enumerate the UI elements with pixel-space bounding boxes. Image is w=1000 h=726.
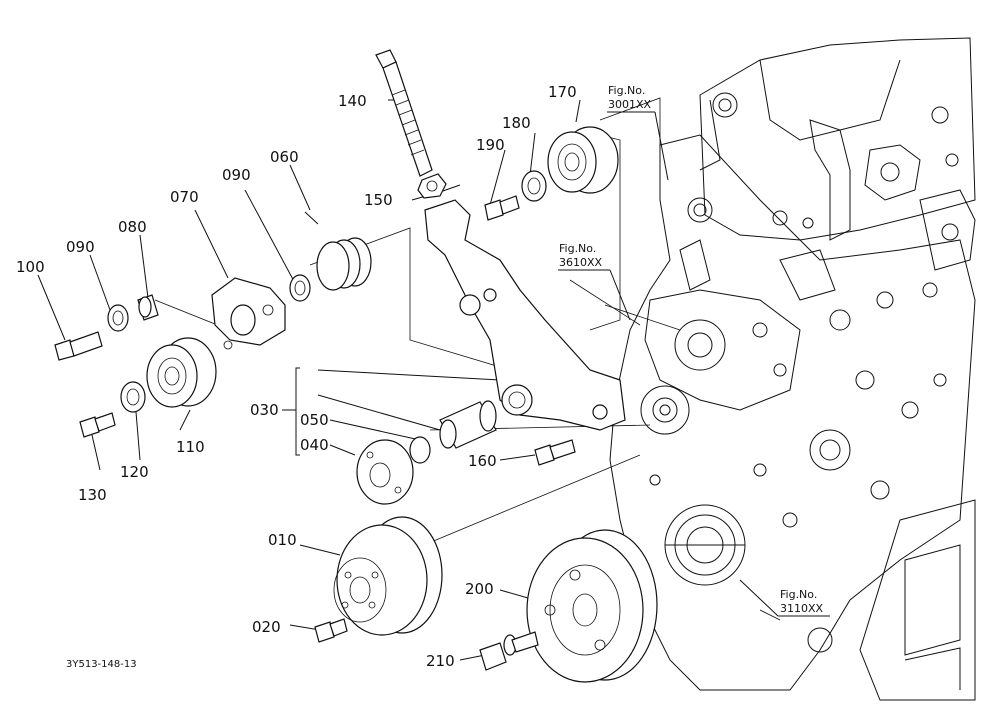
fig-ref-number: 3110XX [780, 602, 824, 615]
callout-080: 080 [118, 218, 147, 236]
callout-180: 180 [502, 114, 531, 132]
washer-090-b [107, 304, 129, 332]
washer-180 [521, 170, 547, 202]
nut-150 [417, 173, 447, 199]
tensioner-arm [424, 199, 626, 431]
engine-block [609, 37, 976, 701]
shaft-030 [439, 400, 497, 449]
callout-060: 060 [270, 148, 299, 166]
bolt-020 [314, 618, 348, 643]
callout-020: 020 [252, 618, 281, 636]
callout-200: 200 [465, 580, 494, 598]
bushing-080 [137, 294, 159, 321]
fig-ref-3610: Fig.No. 3610XX [559, 242, 603, 269]
callout-190: 190 [476, 136, 505, 154]
fig-ref-label: Fig.No. [780, 588, 817, 601]
bolt-160 [534, 439, 576, 466]
tensioner-body-070 [211, 277, 286, 350]
fig-ref-number: 3001XX [608, 98, 652, 111]
drawing-code: 3Y513-148-13 [66, 659, 137, 670]
pulley-010 [333, 516, 443, 636]
callout-100: 100 [16, 258, 45, 276]
callout-120: 120 [120, 463, 149, 481]
fig-ref-3110: Fig.No. 3110XX [780, 588, 824, 615]
washer-120 [120, 381, 146, 413]
bolt-100 [54, 331, 103, 361]
crank-pulley-200 [526, 529, 658, 683]
idler-pulley-170 [547, 126, 619, 194]
bolt-130 [79, 412, 116, 438]
fig-ref-3001: Fig.No. 3001XX [608, 84, 652, 111]
bolt-210 [479, 631, 539, 671]
fig-ref-number: 3610XX [559, 256, 603, 269]
callout-090-upper: 090 [222, 166, 251, 184]
fig-ref-label: Fig.No. [559, 242, 596, 255]
hub-040 [356, 439, 414, 505]
callout-090-lower: 090 [66, 238, 95, 256]
bolt-190 [484, 195, 520, 221]
callout-170: 170 [548, 83, 577, 101]
callout-210: 210 [426, 652, 455, 670]
callout-040: 040 [300, 436, 329, 454]
idler-pulley-110 [146, 337, 217, 408]
callout-030: 030 [250, 401, 279, 419]
washer-090-a [289, 274, 311, 302]
spring-060 [304, 211, 372, 291]
callout-160: 160 [468, 452, 497, 470]
callout-070: 070 [170, 188, 199, 206]
snap-ring-050 [409, 436, 431, 464]
callout-010: 010 [268, 531, 297, 549]
fig-ref-label: Fig.No. [608, 84, 645, 97]
callout-130: 130 [78, 486, 107, 504]
callout-140: 140 [338, 92, 367, 110]
callout-110: 110 [176, 438, 205, 456]
callout-050: 050 [300, 411, 329, 429]
callout-150: 150 [364, 191, 393, 209]
bolt-140 [375, 49, 433, 177]
